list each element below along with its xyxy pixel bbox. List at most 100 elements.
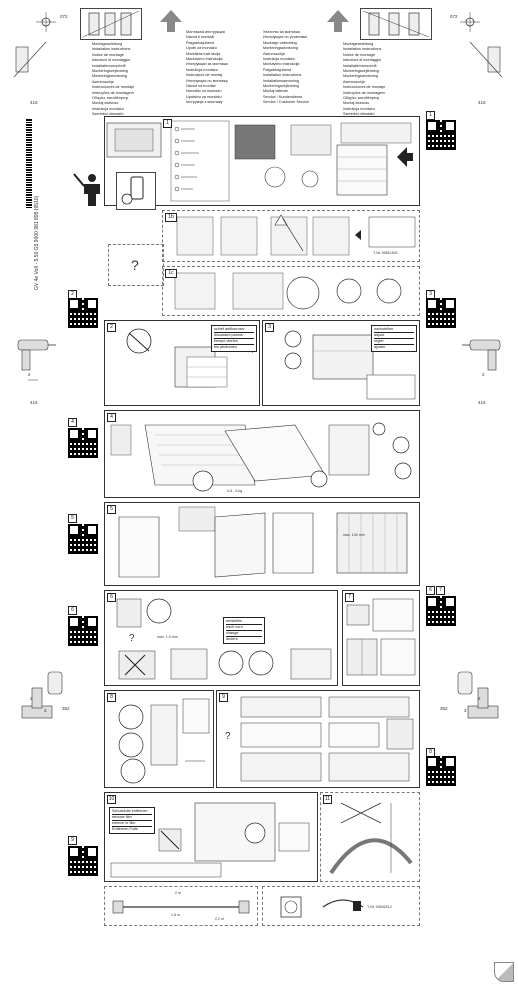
step-number-3: 3	[265, 323, 274, 332]
qr-tag-4: 4	[68, 418, 77, 427]
note-box-c: umstellen nach vorn change ändern	[223, 617, 265, 644]
top-right-illustration	[360, 8, 432, 40]
power-socket-drawing	[280, 896, 364, 918]
corner-screw-left-icon	[13, 12, 56, 78]
section-10: 10 Schutzfolie entfernen remove film enl…	[104, 792, 318, 882]
lang-item: Инструкция по монтажу	[186, 78, 228, 83]
lang-item: Montaj kılavuzu	[343, 101, 370, 106]
note-box-b: nachstellen adjust régler ajuster	[371, 325, 417, 352]
lang-item: Instrucţiuni de montaj	[186, 73, 223, 78]
dim-3-left-lower: 3	[44, 708, 47, 713]
lang-item: Monteringsvejledning	[263, 84, 299, 89]
dim-416-lower-left: 416	[30, 400, 38, 405]
question-mark-3: ?	[225, 731, 231, 742]
section-5: 5 max. 140 mm	[104, 502, 420, 586]
step-number-8: 8	[107, 693, 116, 702]
lang-item: Упатство за монтажа	[263, 30, 300, 34]
section-11: 11	[320, 792, 420, 882]
qr-code-6	[426, 596, 456, 626]
lang-item: Інструкція з монтажу	[186, 100, 223, 105]
tool-order-number: T-Nr. 00611492	[373, 251, 398, 255]
lang-item: Notice de montage	[343, 52, 375, 57]
step-number-9: 9	[219, 693, 228, 702]
note-line: ajuster	[374, 345, 386, 349]
dim-2-left-lower: 2	[30, 696, 33, 701]
qr-code-1	[426, 120, 456, 150]
lang-item: Montaj talimatı	[263, 89, 288, 94]
lang-item: Istruzioni di montaggio	[92, 58, 130, 63]
lang-item: Installationsanvisning	[263, 78, 300, 83]
section-13: T-Nr. 00642012	[262, 886, 420, 926]
language-list-4: Montageanleitung Installation instructio…	[343, 42, 428, 118]
lang-item: Montavimo instrukcija	[186, 57, 223, 62]
section-2: 2 schief antikorrosiv discarded panels t…	[104, 320, 260, 406]
dim-2-right-lower: 2	[478, 696, 481, 701]
section-1b: 1b T-Nr. 00611492	[162, 210, 420, 262]
lang-item: Montaj kılavuzu	[92, 101, 119, 106]
section-4: 4 4-5 - 5 kg	[104, 410, 420, 498]
lang-item: Paigaldusjuhend	[186, 40, 215, 45]
lang-item: Návod k montáži	[186, 35, 215, 40]
smartphone-icon	[121, 176, 144, 205]
lang-item: Montageanleitung	[92, 42, 123, 46]
qr-tag-9: 9	[68, 836, 77, 845]
section-7: 7	[342, 590, 420, 686]
lang-item: Instruções de montagem	[343, 90, 385, 95]
drill-left-icon	[17, 339, 56, 381]
step-number-1c: 1c	[165, 269, 177, 278]
lang-item: Instrucciones de montaje	[343, 85, 386, 90]
lang-item: Monteringsanvisning	[263, 46, 298, 51]
dim-416-lower-right: 416	[478, 400, 486, 405]
note-box-a: schief antikorrosiv discarded panels tie…	[211, 325, 257, 352]
section-4-drawing	[110, 422, 412, 492]
up-arrow-right-stem	[334, 22, 342, 32]
note-line: adjust	[374, 333, 414, 339]
dim-label-top-right: 072	[450, 14, 458, 19]
wrench-person-icon	[73, 173, 100, 206]
section-1c-drawing	[174, 272, 402, 310]
step-number-2: 2	[107, 323, 116, 332]
lang-item: Monteringsanvisning	[92, 74, 127, 79]
qr-code-7	[68, 616, 98, 646]
section-6: 6 max. 1,5 mm ? umstellen nach vorn chan…	[104, 590, 338, 686]
step-number-1: 1	[163, 119, 172, 128]
qr-code-9	[68, 846, 98, 876]
mount-bracket-right-icon	[457, 671, 499, 719]
qr-tag-5: 5	[68, 514, 77, 523]
top-left-illustration	[80, 8, 142, 40]
note-line: ändern	[226, 637, 238, 641]
section-9-drawing	[240, 696, 414, 782]
note-line: régler	[374, 339, 414, 345]
step-number-6: 6	[107, 593, 116, 602]
step-number-1-tag: 1	[426, 111, 435, 120]
note-line: Entfernen Folie	[112, 827, 138, 831]
section-12: 2 m 1,5 m 2,2 m	[104, 886, 258, 926]
lang-item: Installation instructions	[92, 47, 131, 52]
lang-item: Instrucciones de montaje	[92, 85, 135, 90]
note-line: remove film	[112, 815, 152, 821]
lang-item: Installation instructions	[263, 73, 302, 78]
step-number-11: 11	[323, 795, 332, 804]
lang-item: Instrukcja montażu	[186, 67, 218, 72]
lang-item: Service / Customer Service	[263, 100, 309, 105]
max-height-label: max. 1,5 mm	[157, 635, 178, 639]
step-number-10: 10	[107, 795, 116, 804]
section-6-drawing	[116, 598, 332, 680]
note-line: nachstellen	[374, 327, 414, 333]
lang-item: Asennusohje	[263, 51, 285, 56]
lang-item: Οδηγίες τοποθέτησης	[92, 96, 129, 101]
question-mark: ?	[131, 257, 139, 273]
lang-item: Návod na montáž	[186, 84, 216, 89]
smartphone-tool-box	[116, 172, 156, 210]
note-line: nach vorn	[226, 625, 262, 631]
language-list-2: Монтажна инструкция Návod k montáži Paig…	[186, 30, 261, 106]
lang-item: Instrukcja montażu	[92, 106, 124, 111]
panel-illustration-right	[362, 10, 430, 38]
language-list-1: Montageanleitung Installation instructio…	[92, 42, 182, 118]
step-number-7: 7	[345, 593, 354, 602]
lang-item: Asennusohje	[343, 79, 365, 84]
section-3-drawing	[284, 330, 416, 400]
note-line: Schutzfolie entfernen	[112, 809, 152, 815]
note-line: discarded panels	[214, 333, 254, 339]
